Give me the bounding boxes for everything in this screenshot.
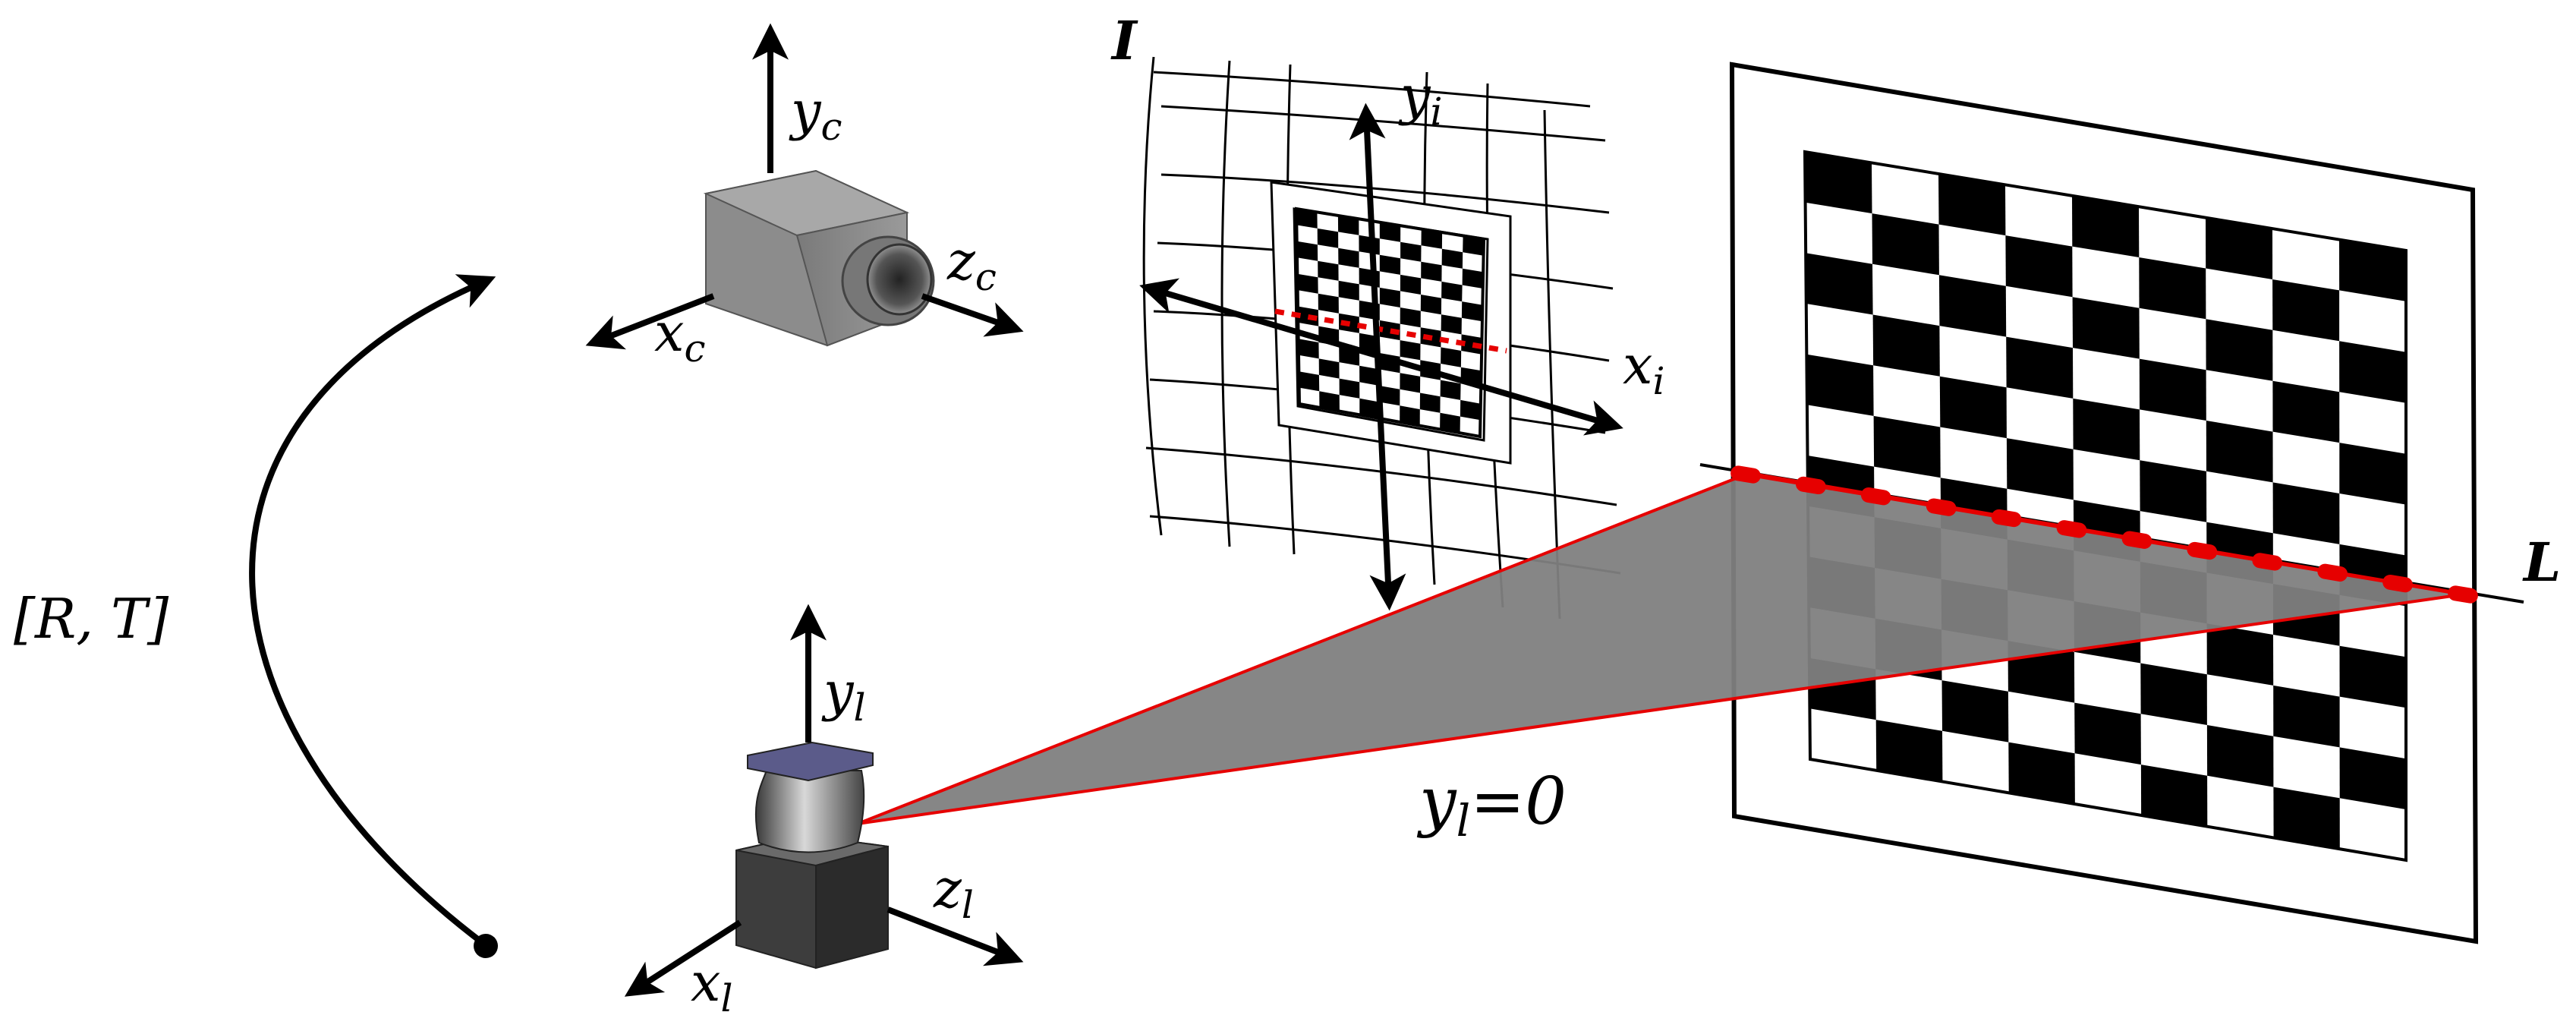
board-square xyxy=(1875,720,1943,782)
board-square xyxy=(1296,241,1318,261)
board-square xyxy=(1872,314,1940,377)
board-square xyxy=(1317,228,1339,248)
board-square xyxy=(2206,217,2273,279)
board-square xyxy=(1441,314,1462,335)
scan-points xyxy=(1730,465,2478,604)
scan-point xyxy=(2252,553,2283,571)
board-square xyxy=(1939,376,2007,439)
board-square xyxy=(2272,482,2340,544)
board-square xyxy=(1941,680,2009,743)
board-square xyxy=(2206,421,2273,483)
scan-point xyxy=(2056,520,2087,538)
board-square xyxy=(2206,319,2273,381)
board-square xyxy=(2339,239,2406,301)
board-square xyxy=(1400,307,1421,328)
camera-x-label: xc xyxy=(654,301,706,370)
board-square xyxy=(2072,195,2140,257)
board-square xyxy=(1806,354,1874,416)
board-square xyxy=(1318,260,1339,281)
image-x-label: xi xyxy=(1623,334,1664,403)
board-square xyxy=(1337,215,1359,235)
board-square xyxy=(1441,281,1463,302)
board-square xyxy=(2074,702,2141,765)
board-square xyxy=(2005,235,2073,298)
scan-point xyxy=(2121,531,2152,549)
board-square xyxy=(2339,747,2406,810)
board-square xyxy=(1462,268,1484,288)
board-square xyxy=(2139,358,2206,421)
scan-line-label: L xyxy=(2522,531,2561,594)
board-square xyxy=(1938,173,2006,236)
board-square xyxy=(2139,257,2206,320)
camera-z-label: zc xyxy=(946,230,997,299)
board-square xyxy=(1805,152,1872,214)
board-square xyxy=(2339,443,2406,505)
lidar-axes xyxy=(624,604,1024,997)
board-square xyxy=(1379,222,1401,242)
transform-label: [R, T] xyxy=(14,587,169,651)
board-square xyxy=(1338,248,1359,268)
scan-point xyxy=(2317,563,2348,582)
board-square xyxy=(1338,280,1359,301)
image-axes xyxy=(1139,102,1623,611)
lidar-z-label: zl xyxy=(933,858,974,927)
scan-point xyxy=(1926,498,1957,516)
board-square xyxy=(2140,460,2207,522)
board-square xyxy=(1806,253,1873,315)
camera-icon xyxy=(703,169,935,347)
board-square xyxy=(1296,209,1318,229)
board-square xyxy=(1461,301,1483,322)
board-square xyxy=(1463,235,1484,256)
camera-axes xyxy=(585,23,1024,350)
board-square xyxy=(1379,254,1401,275)
board-square xyxy=(2339,645,2406,708)
board-square xyxy=(1441,248,1463,269)
scan-point xyxy=(2448,585,2478,604)
board-square xyxy=(2008,742,2075,805)
board-square xyxy=(1400,241,1422,262)
board-square xyxy=(1421,229,1443,249)
image-y-label: yi xyxy=(1398,65,1443,134)
scan-point xyxy=(2187,541,2218,560)
board-square xyxy=(2006,336,2074,399)
calibration-checkerboard xyxy=(1803,150,2408,862)
scan-point xyxy=(1796,476,1826,495)
board-square xyxy=(1872,213,1939,276)
lidar-x-label: xl xyxy=(691,951,732,1020)
board-square xyxy=(2072,297,2140,359)
board-square xyxy=(1938,275,2007,337)
board-square xyxy=(2273,685,2340,748)
image-checkerboard xyxy=(1294,207,1486,439)
transform-arc xyxy=(249,274,498,958)
scan-point xyxy=(1730,465,1761,484)
board-square xyxy=(1400,274,1422,295)
board-square xyxy=(2339,341,2406,403)
board-square xyxy=(2273,787,2340,850)
board-square xyxy=(1421,261,1442,282)
image-plane-label: I xyxy=(1110,9,1138,72)
board-square xyxy=(1420,295,1442,315)
scan-plane-label: yl=0 xyxy=(1416,764,1567,847)
scan-point xyxy=(1991,509,2022,528)
board-square xyxy=(2006,438,2074,500)
board-square xyxy=(2272,279,2340,342)
board-square xyxy=(2206,623,2274,686)
camera-y-label: yc xyxy=(789,80,842,149)
board-square xyxy=(2272,380,2340,443)
lidar-sensor-icon xyxy=(735,741,889,970)
board-square xyxy=(2140,765,2208,827)
lidar-y-label: yl xyxy=(821,661,866,730)
board-square xyxy=(1379,287,1400,307)
board-square xyxy=(2206,725,2274,787)
board-square xyxy=(2140,663,2207,725)
scan-point xyxy=(1860,487,1891,506)
board-square xyxy=(2073,398,2140,461)
scan-point xyxy=(2382,574,2413,593)
board-square xyxy=(1873,415,1941,478)
